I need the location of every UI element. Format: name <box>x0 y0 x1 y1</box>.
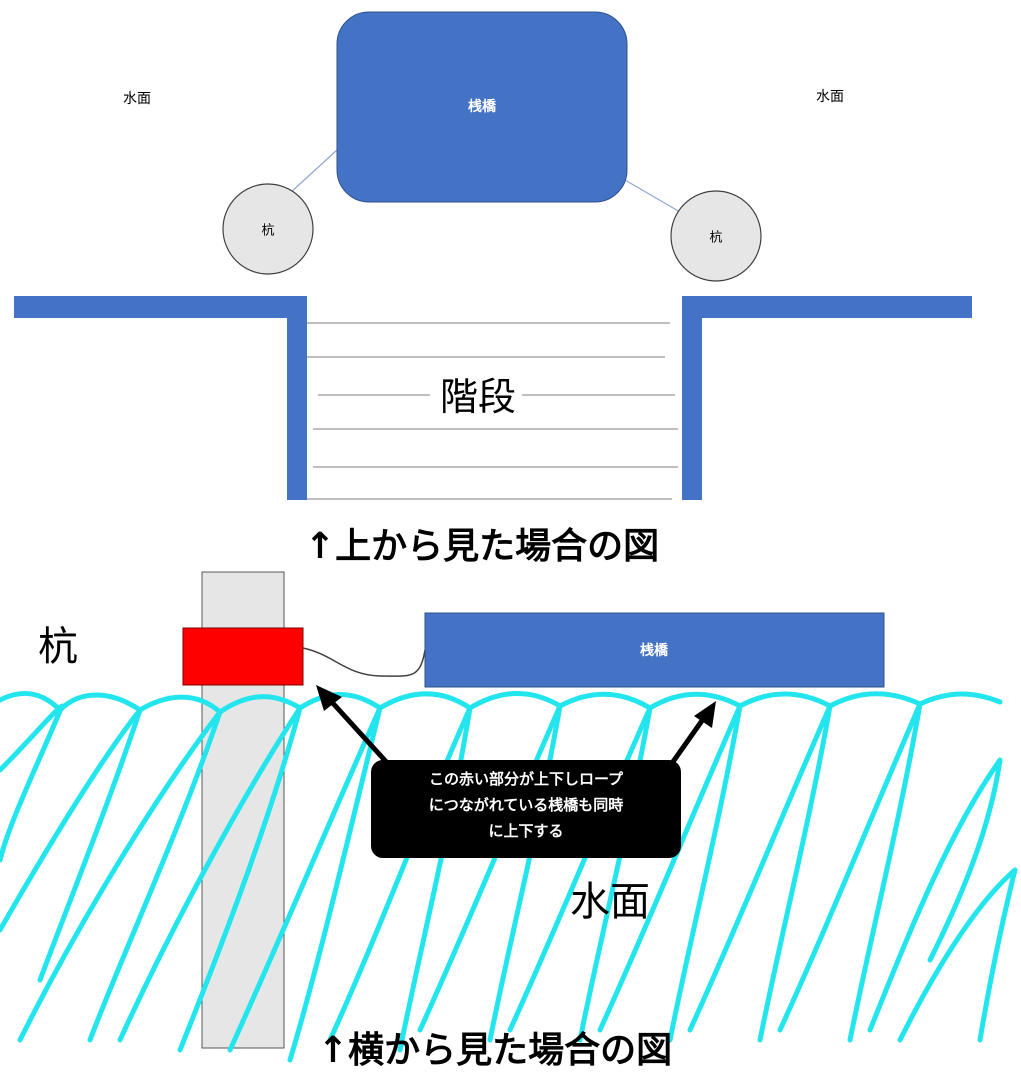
callout-arrows <box>316 685 716 768</box>
callout-line-2: につながれている桟橋も同時 <box>429 796 624 814</box>
side-pier-label: 桟橋 <box>640 642 669 659</box>
arrow-head-pier <box>694 701 716 728</box>
water-stroke <box>417 703 563 1043</box>
callout-line-1: この赤い部分が上下しロープ <box>429 770 624 788</box>
callout-box <box>371 760 681 858</box>
water-stroke <box>597 703 743 1043</box>
top-mooring-line-left <box>289 149 338 194</box>
side-pile-label: 杭 <box>38 624 78 670</box>
water-stroke <box>117 705 303 1053</box>
water-stroke <box>0 703 65 863</box>
arrow-head-float <box>316 685 342 711</box>
stairs-label: 階段 <box>440 375 516 419</box>
red-float <box>182 627 304 686</box>
side-pier <box>424 612 885 688</box>
side-water-label: 水面 <box>570 879 650 925</box>
top-pile-right-label: 杭 <box>709 231 722 246</box>
top-pier <box>336 11 628 203</box>
water-scribble <box>0 690 1018 1063</box>
quay-wall-right <box>682 296 972 500</box>
top-water-label-left: 水面 <box>123 91 151 107</box>
arrow-to-pier <box>667 713 709 768</box>
water-stroke <box>17 709 223 1043</box>
water-stroke <box>507 705 653 1043</box>
top-pile-left-label: 杭 <box>261 224 274 239</box>
side-view-caption: ↑横から見た場合の図 <box>318 1030 672 1071</box>
top-view: 桟橋 杭 杭 水面 水面 階段 ↑上から見た場合の図 <box>14 11 972 567</box>
water-stroke <box>777 701 923 1043</box>
top-pier-label: 桟橋 <box>468 98 497 115</box>
top-pile-left <box>222 183 314 275</box>
side-rope <box>302 647 426 677</box>
top-mooring-line-right <box>624 179 681 213</box>
water-stroke <box>327 705 473 1053</box>
top-pile-right <box>670 190 762 282</box>
top-view-caption: ↑上から見た場合の図 <box>305 526 659 567</box>
water-stroke <box>227 705 383 1063</box>
water-surface-line <box>0 690 1003 715</box>
quay-wall-left <box>14 296 307 500</box>
water-stroke <box>867 757 1003 1033</box>
water-stroke <box>897 867 1018 1043</box>
water-stroke <box>0 707 143 983</box>
top-water-label-right: 水面 <box>816 89 844 105</box>
callout-line-3: に上下する <box>488 822 563 840</box>
side-view: 桟橋 杭 この赤い部分が上下しロープ につながれている桟橋も同時 に上下する 水… <box>0 571 1018 1071</box>
stair-lines <box>307 322 678 500</box>
water-stroke <box>687 703 833 1043</box>
arrow-to-float <box>328 698 392 768</box>
